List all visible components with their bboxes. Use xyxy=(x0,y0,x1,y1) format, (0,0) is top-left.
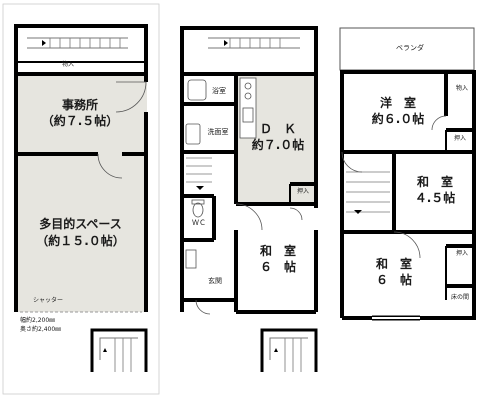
office-size-label: （約７.５帖） xyxy=(41,114,119,128)
washbasin xyxy=(185,123,201,145)
floor-2-walls xyxy=(180,26,318,312)
veranda-label: ベランダ xyxy=(396,44,424,52)
entrance-label: 玄関 xyxy=(208,277,222,285)
staircase-bottom xyxy=(260,328,318,372)
washitsu-size-label: ６ 帖 xyxy=(259,260,296,274)
tokonoma-label: 床の間 xyxy=(450,294,469,301)
kitchen-counter xyxy=(239,77,257,139)
youshitsu-label: 洋 室 xyxy=(379,96,416,110)
washitsu-a-size-label: ４.５帖 xyxy=(414,191,456,205)
washitsu-a-label: 和 室 xyxy=(416,175,453,189)
multi-space-label: 多目的スペース xyxy=(39,217,122,231)
staircase-floor-3 xyxy=(346,171,390,214)
office-floor xyxy=(15,74,147,154)
floor-1 xyxy=(2,3,160,395)
staircase-middle xyxy=(186,157,212,190)
floor-3 xyxy=(339,27,476,321)
washitsu-b-label: 和 室 xyxy=(375,257,412,271)
floor-2 xyxy=(180,26,318,372)
storage-label: 物入 xyxy=(61,61,74,68)
youshitsu-size-label: 約６.０帖 xyxy=(371,112,425,126)
site-outline xyxy=(2,3,160,395)
washitsu-b-size-label: ６ 帖 xyxy=(375,273,412,287)
bath-label: 浴室 xyxy=(212,87,226,95)
dk-label: Ｄ Ｋ xyxy=(259,122,296,136)
frontage-label: 幅約2,200㎜ xyxy=(20,317,56,324)
depth-label: 奥さ約2,400㎜ xyxy=(20,326,62,333)
closet-a-label: 押入 xyxy=(453,135,466,142)
staircase-top xyxy=(27,37,128,49)
multi-space-floor xyxy=(15,154,147,312)
bathtub xyxy=(187,79,207,101)
storage-label: 物入 xyxy=(455,85,468,92)
toilet xyxy=(191,199,205,218)
closet-b-label: 押入 xyxy=(455,250,468,257)
shoe-cabinet xyxy=(185,249,197,269)
multi-space-size-label: （約１５.０帖） xyxy=(36,234,125,248)
office-label: 事務所 xyxy=(61,98,98,112)
dk-size-label: 約７.０帖 xyxy=(251,138,305,152)
shutter-label: シャッター xyxy=(32,297,63,304)
staircase-bottom xyxy=(90,328,148,372)
floor-1-walls xyxy=(14,24,148,312)
closet-label: 押入 xyxy=(296,188,309,195)
wc-label: ＷＣ xyxy=(192,219,206,227)
staircase-top xyxy=(208,37,300,49)
washitsu-label: 和 室 xyxy=(259,244,296,258)
washroom-label: 洗面室 xyxy=(207,128,229,136)
